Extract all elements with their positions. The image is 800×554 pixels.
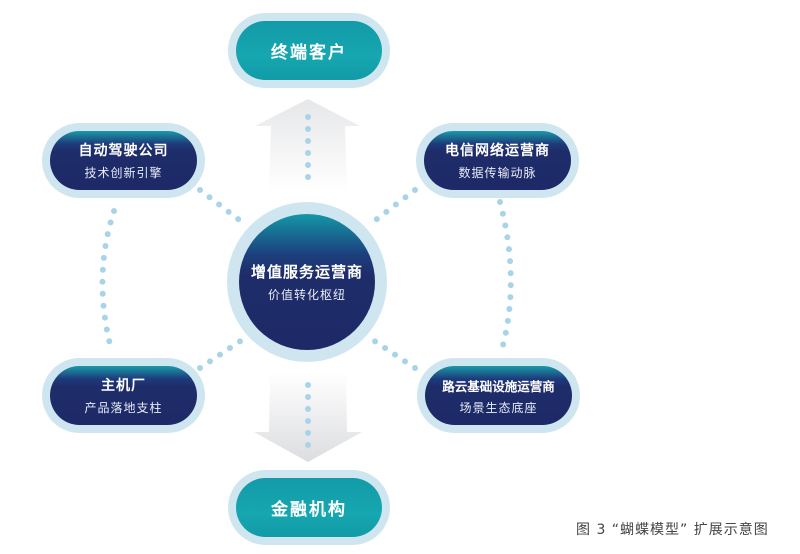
down-arrow: [254, 372, 362, 462]
node-subtitle: 场景生态底座: [459, 400, 538, 415]
dots-right-arc: [497, 199, 514, 348]
node-title: 路云基础设施运营商: [442, 378, 555, 394]
dots-center-bottom-right: [370, 337, 418, 371]
dots-left-arc: [99, 208, 117, 355]
end-customer-label: 终端客户: [271, 43, 347, 63]
center-subtitle: 价值转化枢纽: [267, 288, 346, 302]
node-title: 电信网络运营商: [445, 143, 550, 159]
node-subtitle: 产品落地支柱: [84, 401, 163, 415]
dots-center-top-left: [197, 187, 245, 225]
node-end-customer: 终端客户: [228, 13, 390, 88]
financial-label: 金融机构: [271, 500, 347, 520]
node-subtitle: 技术创新引擎: [84, 166, 163, 180]
node-telecom: 电信网络运营商 数据传输动脉: [416, 123, 579, 198]
node-road-cloud: 路云基础设施运营商 场景生态底座: [417, 358, 580, 433]
center-title: 增值服务运营商: [250, 263, 363, 281]
dots-center-top-right: [370, 187, 418, 225]
node-autonomous-driving: 自动驾驶公司 技术创新引擎: [42, 123, 205, 198]
node-oem: 主机厂 产品落地支柱: [42, 358, 205, 433]
node-title: 主机厂: [101, 378, 146, 394]
node-subtitle: 数据传输动脉: [458, 166, 537, 180]
up-arrow: [255, 99, 360, 192]
dots-center-bottom-left: [197, 337, 245, 371]
node-value-added-service: 增值服务运营商 价值转化枢纽: [227, 202, 387, 362]
figure-caption: 图 3 “蝴蝶模型” 扩展示意图: [576, 522, 769, 538]
node-title: 自动驾驶公司: [78, 143, 169, 159]
node-financial-institution: 金融机构: [228, 470, 390, 545]
